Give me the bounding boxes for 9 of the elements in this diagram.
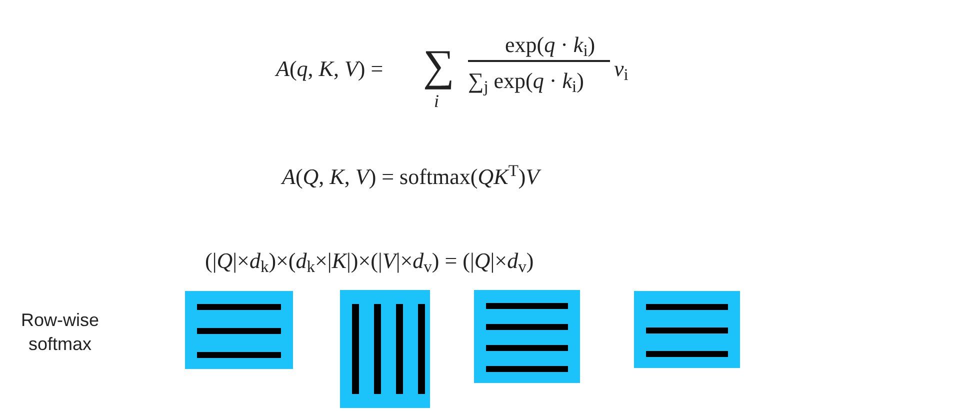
formula-subscript: i — [434, 90, 440, 113]
formula-text: A(q, K, V) = — [276, 55, 384, 83]
dimension-formula: (|Q|×d$_{k}$)×(d$_{k}$×|K|)×(|V|×d$_{v}$) = (|Q|×d$_{v}$) — [205, 247, 534, 277]
fraction-numerator: exp(q · k$_{i}$) — [505, 31, 596, 61]
formula-text: A(Q, K, V) = softmax(QK$^{T}$)V — [282, 160, 540, 191]
sum-symbol: ∑ — [423, 44, 454, 88]
fraction-denominator: ∑$_{j}$ exp(q · k$_{i}$) — [468, 67, 584, 97]
formula-text: v$_{i}$ — [614, 55, 628, 85]
row-wise-softmax-text: Row-wise softmax — [20, 309, 100, 356]
